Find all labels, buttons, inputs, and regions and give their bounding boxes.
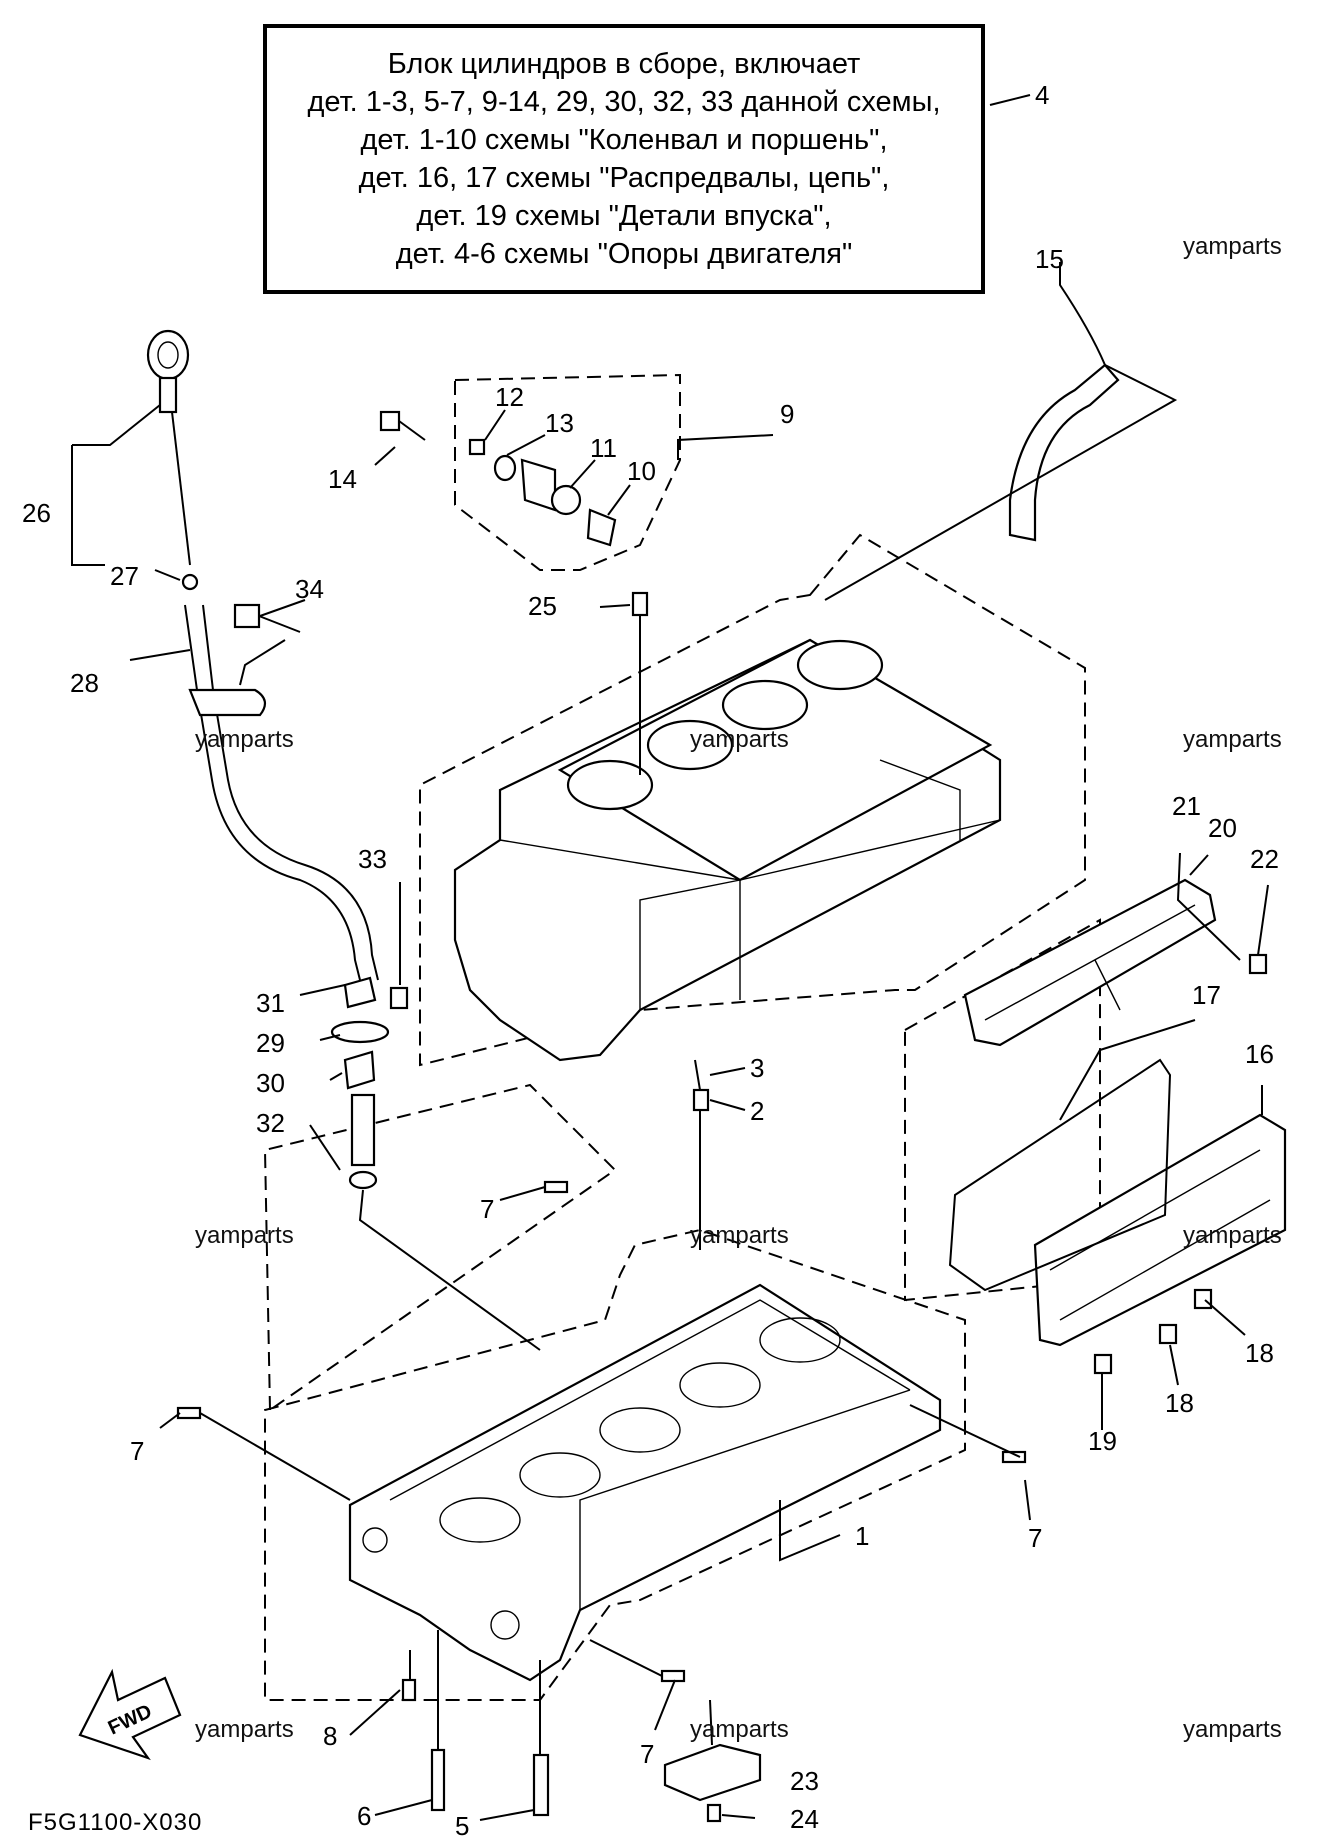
watermark: yamparts bbox=[195, 1716, 294, 1743]
dowel-7-b bbox=[176, 1406, 202, 1420]
screw-24 bbox=[706, 1803, 722, 1823]
callout-16: 16 bbox=[1245, 1039, 1274, 1069]
callout-32: 32 bbox=[256, 1108, 285, 1138]
callout-10: 10 bbox=[627, 456, 656, 486]
oil-dipstick bbox=[146, 329, 191, 566]
callout-15: 15 bbox=[1035, 244, 1064, 274]
callout-6: 6 bbox=[357, 1801, 371, 1831]
callout-24: 24 bbox=[790, 1804, 819, 1834]
watermark: yamparts bbox=[195, 1222, 294, 1249]
callout-8: 8 bbox=[323, 1721, 337, 1751]
crankcase-group-outline bbox=[264, 1228, 966, 1701]
callout-29: 29 bbox=[256, 1028, 285, 1058]
note-line: дет. 16, 17 схемы "Распредвалы, цепь", bbox=[358, 162, 890, 194]
watermark: yamparts bbox=[195, 726, 294, 753]
callout-28: 28 bbox=[70, 668, 99, 698]
fitting-group-outline bbox=[454, 373, 681, 571]
callout-17: 17 bbox=[1192, 980, 1221, 1010]
fitting-assembly bbox=[379, 410, 617, 547]
dowel-7-c bbox=[1001, 1450, 1027, 1464]
side-cover bbox=[1033, 1113, 1287, 1347]
callout-20: 20 bbox=[1208, 813, 1237, 843]
watermark: yamparts bbox=[1183, 233, 1282, 260]
callout-5: 5 bbox=[455, 1811, 469, 1841]
fwd-arrow-icon: FWD bbox=[78, 1668, 182, 1761]
guide-bracket bbox=[188, 688, 267, 717]
callout-12: 12 bbox=[495, 382, 524, 412]
drain-fitting-parts bbox=[330, 976, 409, 1190]
callout-2: 2 bbox=[750, 1096, 764, 1126]
dowel-8 bbox=[401, 1678, 417, 1702]
callout-33: 33 bbox=[358, 844, 387, 874]
dowel-25 bbox=[631, 591, 649, 617]
bolt-18b bbox=[1158, 1323, 1178, 1345]
callout-14: 14 bbox=[328, 464, 357, 494]
cylinder-block bbox=[453, 638, 1002, 1062]
callout-18-a: 18 bbox=[1245, 1338, 1274, 1368]
note-line: дет. 1-3, 5-7, 9-14, 29, 30, 32, 33 данн… bbox=[307, 86, 941, 118]
note-line: дет. 1-10 схемы "Коленвал и поршень", bbox=[360, 124, 888, 156]
watermark: yamparts bbox=[1183, 726, 1282, 753]
dipstick-guide-tube bbox=[184, 604, 379, 981]
note-line: Блок цилиндров в сборе, включает bbox=[387, 48, 861, 80]
crankcase-upper-outline bbox=[263, 1083, 617, 1412]
cover-gasket bbox=[948, 1058, 1172, 1292]
note-line: дет. 4-6 схемы "Опоры двигателя" bbox=[395, 238, 853, 270]
callout-25: 25 bbox=[528, 591, 557, 621]
bolt-34 bbox=[233, 603, 301, 633]
bolt-22 bbox=[1248, 953, 1268, 975]
callout-7-a: 7 bbox=[480, 1194, 494, 1224]
callout-9: 9 bbox=[780, 399, 794, 429]
callout-34: 34 bbox=[295, 574, 324, 604]
cylinder-block-group-outline bbox=[419, 533, 1086, 1067]
water-jacket-cover bbox=[963, 878, 1217, 1047]
callout-26: 26 bbox=[22, 498, 51, 528]
callout-1: 1 bbox=[855, 1521, 869, 1551]
watermark: yamparts bbox=[690, 1716, 789, 1743]
crankcase bbox=[348, 1283, 942, 1682]
diagram-code: F5G1100-X030 bbox=[28, 1809, 202, 1836]
callout-31: 31 bbox=[256, 988, 285, 1018]
callout-11: 11 bbox=[590, 433, 617, 463]
callout-30: 30 bbox=[256, 1068, 285, 1098]
dowel-2 bbox=[692, 1088, 710, 1112]
callout-18-b: 18 bbox=[1165, 1388, 1194, 1418]
callout-27: 27 bbox=[110, 561, 139, 591]
callout-7-d: 7 bbox=[640, 1739, 654, 1769]
callout-4: 4 bbox=[1035, 80, 1049, 110]
breather-hose bbox=[1008, 363, 1120, 542]
callout-7-c: 7 bbox=[1028, 1523, 1042, 1553]
note-line: дет. 19 схемы "Детали впуска", bbox=[416, 200, 832, 232]
plate-23 bbox=[663, 1743, 762, 1802]
bolt-5 bbox=[532, 1753, 550, 1817]
watermark: yamparts bbox=[1183, 1716, 1282, 1743]
callout-3: 3 bbox=[750, 1053, 764, 1083]
callout-23: 23 bbox=[790, 1766, 819, 1796]
watermark: yamparts bbox=[690, 726, 789, 753]
bolt-19 bbox=[1093, 1353, 1113, 1375]
callout-7-b: 7 bbox=[130, 1436, 144, 1466]
leader-lines bbox=[71, 94, 1269, 1821]
callout-13: 13 bbox=[545, 408, 574, 438]
dipstick-o-ring bbox=[181, 573, 199, 591]
callout-22: 22 bbox=[1250, 844, 1279, 874]
dowel-7-d bbox=[660, 1669, 686, 1683]
watermark: yamparts bbox=[1183, 1222, 1282, 1249]
callout-19: 19 bbox=[1088, 1426, 1117, 1456]
callout-21: 21 bbox=[1172, 791, 1201, 821]
bolt-6 bbox=[430, 1748, 446, 1812]
watermark: yamparts bbox=[690, 1222, 789, 1249]
info-note-box: Блок цилиндров в сборе, включает дет. 1-… bbox=[263, 24, 985, 294]
dowel-7-a bbox=[543, 1180, 569, 1194]
bolt-18a bbox=[1193, 1288, 1213, 1310]
